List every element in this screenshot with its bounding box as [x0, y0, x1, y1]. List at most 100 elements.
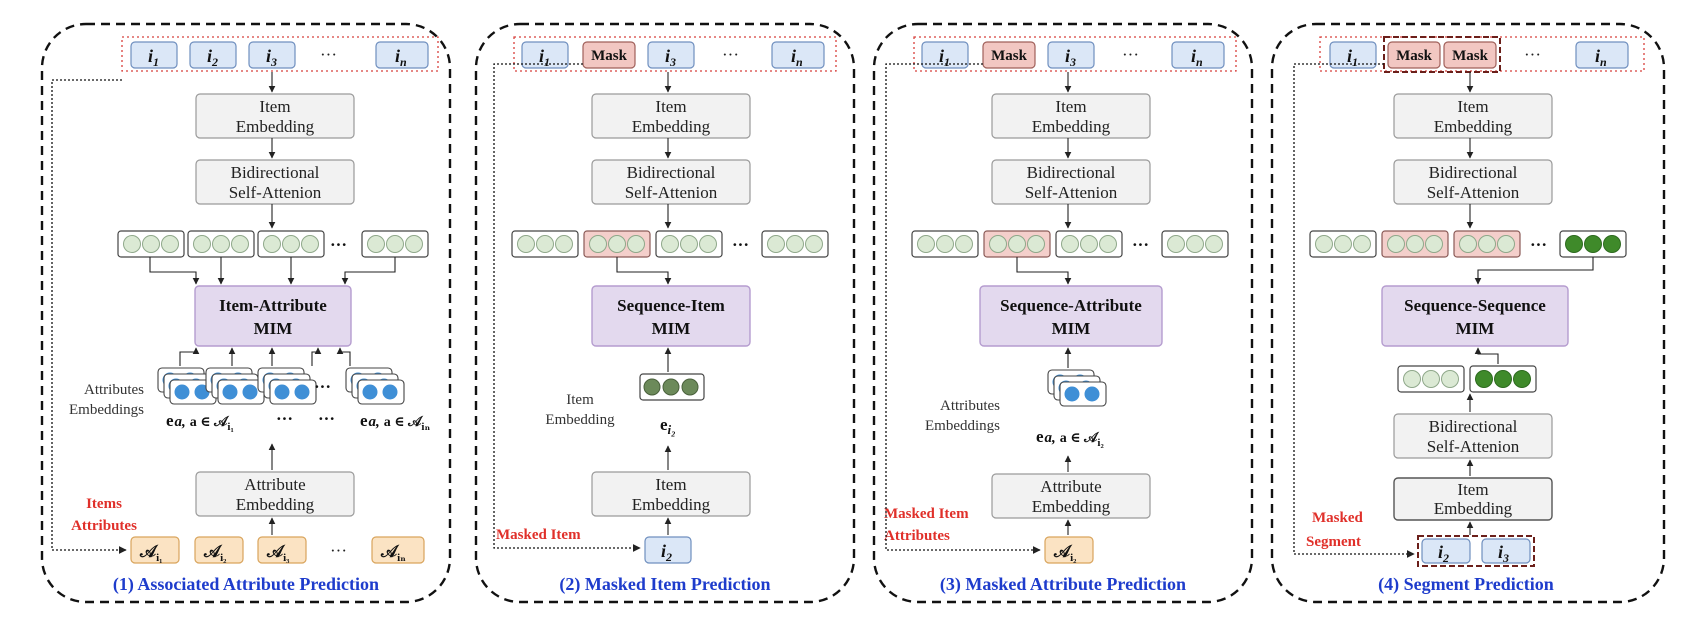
panel-4-masked-label: Masked: [1312, 510, 1363, 526]
arrow-icon: [336, 347, 351, 366]
panel-4-target-segment-box: [1417, 535, 1535, 567]
panel-masked-attribute-prediction: i1 Mask i3 ··· in Item Embedding Bidirec…: [872, 22, 1254, 604]
svg-text:i3: i3: [1065, 46, 1076, 69]
panel-1-token-i3: i3: [248, 41, 296, 69]
svg-text:MIM: MIM: [652, 319, 691, 338]
panel-1-eq-left: ea,a ∈ 𝒜i₁: [166, 411, 234, 433]
svg-text:in: in: [1595, 46, 1607, 69]
svg-text:Embedding: Embedding: [1032, 117, 1111, 136]
svg-text:i2: i2: [1438, 542, 1449, 565]
svg-text:Self-Attenion: Self-Attenion: [1427, 437, 1520, 456]
svg-text:Mask: Mask: [1452, 48, 1488, 64]
panel-3-attribute-embeddings: [1047, 369, 1107, 407]
dotted-arrow-icon: [885, 63, 1041, 554]
panel-2-e-i2: ei₂: [660, 415, 676, 437]
svg-text:𝒜i₃: 𝒜i₃: [266, 542, 290, 564]
svg-text:Item-Attribute: Item-Attribute: [219, 296, 327, 315]
panel-2-item-embedding: Item Embedding: [591, 93, 751, 139]
arrow-icon: [341, 257, 396, 285]
svg-text:in: in: [791, 46, 803, 69]
arrow-icon: [616, 257, 672, 285]
panel-segment-prediction: i1 Mask Mask ··· in Item Embedding Bidir…: [1270, 22, 1666, 604]
svg-text:i3: i3: [1498, 542, 1509, 565]
panel-4-bidirectional-self-attention: Bidirectional Self-Attenion: [1393, 159, 1553, 205]
svg-text:i1: i1: [1347, 46, 1358, 69]
svg-text:Embedding: Embedding: [632, 117, 711, 136]
panel-2-item-embedding-label-l1: Item: [566, 392, 594, 408]
svg-text:Mask: Mask: [991, 48, 1027, 64]
svg-text:MIM: MIM: [254, 319, 293, 338]
svg-text:Item: Item: [655, 97, 686, 116]
panel-2-item-embedding-label-l2: Embedding: [545, 412, 615, 428]
svg-text:Embedding: Embedding: [236, 495, 315, 514]
svg-text:Bidirectional: Bidirectional: [627, 163, 716, 182]
panel-3-attributes-embeddings-label-l2: Embeddings: [925, 418, 1000, 434]
svg-text:MIM: MIM: [1052, 319, 1091, 338]
panel-1-caption: (1) Associated Attribute Prediction: [113, 574, 379, 595]
svg-text:Embedding: Embedding: [1032, 497, 1111, 516]
panel-1-bidirectional-self-attention: Bidirectional Self-Attenion: [195, 159, 355, 205]
panel-3-token-i3: i3: [1047, 41, 1095, 69]
svg-text:i3: i3: [266, 46, 277, 69]
panel-3-bidirectional-self-attention: Bidirectional Self-Attenion: [991, 159, 1151, 205]
panel-1-attributes-embeddings-label-l2: Embeddings: [69, 402, 144, 418]
panel-3-frame: [872, 22, 1254, 604]
svg-text:Sequence-Attribute: Sequence-Attribute: [1000, 296, 1142, 315]
svg-text:Self-Attenion: Self-Attenion: [625, 183, 718, 202]
svg-text:Bidirectional: Bidirectional: [1429, 417, 1518, 436]
svg-text:Sequence-Item: Sequence-Item: [617, 296, 725, 315]
panel-1-attribute-tokens: 𝒜i₁ 𝒜i₂ 𝒜i₃ ··· 𝒜iₙ: [130, 536, 425, 564]
panel-1-eq-dots-2: ···: [318, 409, 335, 428]
panel-3-token-ellipsis: ···: [1122, 45, 1139, 64]
svg-text:Item: Item: [1457, 97, 1488, 116]
panel-4-segment-embeddings: [1397, 365, 1537, 393]
panel-3-hidden-states: ···: [911, 230, 1229, 258]
panel-1-item-embedding: Item Embedding: [195, 93, 355, 139]
panel-4-frame: [1270, 22, 1666, 604]
svg-text:Embedding: Embedding: [632, 495, 711, 514]
svg-text:i1: i1: [148, 46, 159, 69]
svg-text:i1: i1: [539, 46, 550, 69]
panel-1-eq-dots-1: ···: [276, 409, 293, 428]
svg-text:Self-Attenion: Self-Attenion: [1025, 183, 1118, 202]
svg-text:Item: Item: [1055, 97, 1086, 116]
panel-4-sequence-sequence-mim: Sequence-Sequence MIM: [1381, 285, 1569, 347]
svg-text:Attribute: Attribute: [244, 475, 305, 494]
dotted-arrow-icon: [51, 79, 127, 554]
panel-3-attribute-embedding: Attribute Embedding: [991, 473, 1151, 519]
panel-2-frame: [474, 22, 856, 604]
panel-2-token-in: in: [771, 41, 825, 69]
panel-1-token-i2: i2: [189, 41, 237, 69]
panel-masked-item-prediction: i1 Mask i3 ··· in Item Embedding Bidirec…: [474, 22, 856, 604]
svg-text:···: ···: [732, 235, 749, 254]
svg-text:Embedding: Embedding: [236, 117, 315, 136]
svg-text:Item: Item: [655, 475, 686, 494]
panel-4-item-embedding-bottom: Item Embedding: [1393, 477, 1553, 521]
arrow-icon: [149, 257, 200, 285]
svg-text:Self-Attenion: Self-Attenion: [1427, 183, 1520, 202]
svg-text:𝒜iₙ: 𝒜iₙ: [380, 542, 406, 564]
panel-2-item-embedding-bottom: Item Embedding: [591, 471, 751, 517]
panel-4-target-token-i3: i3: [1481, 538, 1531, 565]
panel-3-token-i1: i1: [921, 41, 969, 69]
panel-4-hidden-states: ···: [1309, 230, 1627, 258]
svg-text:Item: Item: [259, 97, 290, 116]
panel-1-attribute-embedding: Attribute Embedding: [195, 471, 355, 517]
panel-2-token-mask: Mask: [582, 41, 636, 69]
panel-3-attributes-label: Attributes: [884, 528, 950, 544]
svg-text:···: ···: [314, 377, 331, 396]
arrow-icon: [1016, 257, 1072, 285]
panel-3-attributes-embeddings-label-l1: Attributes: [940, 398, 1000, 414]
panel-4-item-embedding: Item Embedding: [1393, 93, 1553, 139]
panel-2-token-i1: i1: [521, 41, 569, 69]
panel-3-sequence-box: [913, 36, 1237, 72]
panel-1-attribute-embeddings: ···: [157, 367, 405, 405]
svg-text:i1: i1: [939, 46, 950, 69]
panel-associated-attribute-prediction: i1 i2 i3 ··· in Item Embedding Bidirecti…: [40, 22, 452, 604]
panel-2-bidirectional-self-attention: Bidirectional Self-Attenion: [591, 159, 751, 205]
panel-2-sequence-box: [513, 36, 837, 72]
svg-text:in: in: [395, 46, 407, 69]
svg-text:i2: i2: [207, 46, 218, 69]
panel-3-eq: ea,a ∈ 𝒜i₂: [1036, 427, 1104, 449]
